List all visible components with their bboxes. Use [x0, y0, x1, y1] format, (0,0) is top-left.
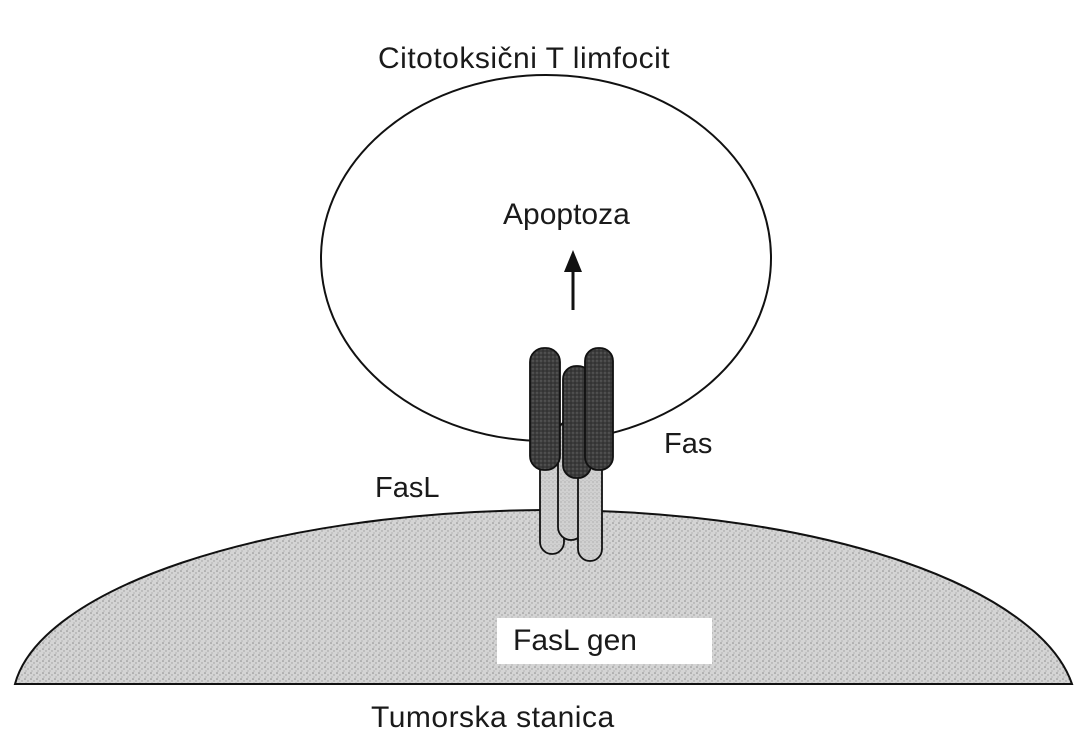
- fas-label: Fas: [664, 430, 712, 459]
- t-cell-label: Citotoksični T limfocit: [378, 44, 670, 74]
- fasl-label: FasL: [375, 474, 439, 503]
- tumor-cell-label: Tumorska stanica: [371, 703, 615, 733]
- apoptosis-label: Apoptoza: [503, 200, 630, 230]
- fas-rod-right: [585, 348, 613, 470]
- fasl-gene-text: FasL gen: [513, 626, 637, 656]
- fasl-gene-label: FasL gen: [497, 618, 712, 664]
- fas-rod-left: [530, 348, 560, 470]
- fas-receptor: [530, 348, 613, 478]
